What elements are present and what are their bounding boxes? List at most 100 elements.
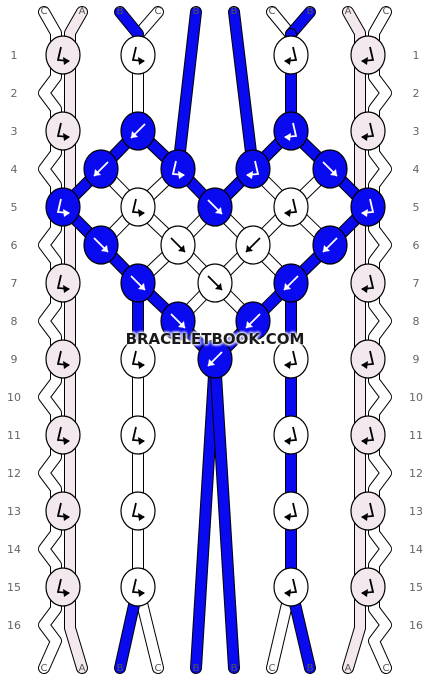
strand-label-top: B — [307, 6, 314, 17]
knot-arrowhead — [361, 133, 368, 141]
row-number-left: 1 — [11, 49, 18, 62]
knot-arrowhead — [284, 57, 291, 65]
knot — [45, 263, 81, 303]
knot — [120, 35, 156, 75]
knot-arrowhead — [361, 589, 368, 597]
strand-label-bottom: B — [193, 663, 200, 674]
knot-body — [350, 35, 386, 75]
knot — [350, 567, 386, 607]
knot — [235, 149, 271, 189]
knot — [273, 567, 309, 607]
knot-arrowhead — [246, 245, 253, 252]
knot — [120, 415, 156, 455]
strand-label-bottom: C — [383, 663, 390, 674]
knot-arrowhead — [138, 57, 145, 65]
knot-arrowhead — [284, 209, 291, 217]
strand-blue-2 — [173, 7, 201, 174]
knot — [197, 339, 233, 379]
knot-body — [273, 187, 309, 227]
strand-right-pink — [343, 7, 365, 673]
strand-blue-12 — [210, 354, 239, 673]
knot-body — [273, 491, 309, 531]
knot — [160, 225, 196, 265]
knot — [273, 491, 309, 531]
knot-arrowhead — [215, 207, 222, 214]
knot — [273, 35, 309, 75]
knot-body — [120, 187, 156, 227]
knot — [197, 263, 233, 303]
row-number-right: 14 — [409, 543, 423, 556]
knot — [120, 491, 156, 531]
knot-body — [273, 111, 309, 151]
knot — [45, 567, 81, 607]
knots-layer — [45, 35, 386, 607]
knot — [45, 339, 81, 379]
knot-arrowhead — [284, 589, 291, 597]
strand-blue-0 — [115, 7, 143, 39]
knot-body — [45, 339, 81, 379]
knot — [45, 491, 81, 531]
knot-body — [350, 111, 386, 151]
knot-arrowhead — [284, 133, 291, 141]
knot-body — [45, 263, 81, 303]
knot-arrowhead — [361, 285, 368, 293]
strand-label-bottom: B — [231, 663, 238, 674]
knot-body — [45, 187, 81, 227]
row-number-left: 7 — [11, 277, 18, 290]
strand-label-bottom: C — [155, 663, 162, 674]
row-number-right: 6 — [413, 239, 420, 252]
strand-label-top: C — [269, 6, 276, 17]
strand-label-bottom: C — [269, 663, 276, 674]
row-number-left: 6 — [11, 239, 18, 252]
row-number-left: 2 — [11, 87, 18, 100]
knot — [350, 415, 386, 455]
strand-label-bottom: B — [117, 663, 124, 674]
strand-label-top: C — [155, 6, 162, 17]
strand-label-top: B — [231, 6, 238, 17]
knot-body — [350, 567, 386, 607]
knot — [350, 339, 386, 379]
knot-arrowhead — [63, 133, 70, 141]
row-number-left: 14 — [7, 543, 21, 556]
strand-label-bottom: C — [41, 663, 48, 674]
knot-arrowhead — [63, 589, 70, 597]
knot-body — [45, 567, 81, 607]
row-number-right: 10 — [409, 391, 423, 404]
knot — [235, 301, 271, 341]
knot-arrowhead — [63, 285, 70, 293]
knot-body — [273, 415, 309, 455]
knot-arrowhead — [246, 171, 253, 179]
knot-arrowhead — [208, 359, 215, 366]
knot-arrowhead — [361, 361, 368, 369]
knot-body — [120, 567, 156, 607]
strand-label-top: C — [383, 6, 390, 17]
knot-arrowhead — [101, 245, 108, 252]
row-number-left: 3 — [11, 125, 18, 138]
knot-arrowhead — [138, 589, 145, 597]
row-number-left: 13 — [7, 505, 21, 518]
row-number-left: 4 — [11, 163, 18, 176]
knot — [120, 567, 156, 607]
row-number-right: 4 — [413, 163, 420, 176]
knot — [160, 149, 196, 189]
knot — [120, 263, 156, 303]
knot-arrowhead — [63, 209, 70, 217]
knot-arrowhead — [63, 437, 70, 445]
knot — [350, 491, 386, 531]
knot-arrowhead — [138, 361, 145, 369]
knot-body — [45, 35, 81, 75]
knot-arrowhead — [361, 513, 368, 521]
knot-arrowhead — [178, 245, 185, 252]
knot-body — [120, 415, 156, 455]
knot — [273, 339, 309, 379]
knot-arrowhead — [323, 245, 330, 252]
row-number-right: 15 — [409, 581, 423, 594]
knot-body — [350, 491, 386, 531]
knot — [45, 187, 81, 227]
row-number-left: 12 — [7, 467, 21, 480]
strand-label-top: B — [193, 6, 200, 17]
knot-body — [45, 491, 81, 531]
knot — [273, 415, 309, 455]
